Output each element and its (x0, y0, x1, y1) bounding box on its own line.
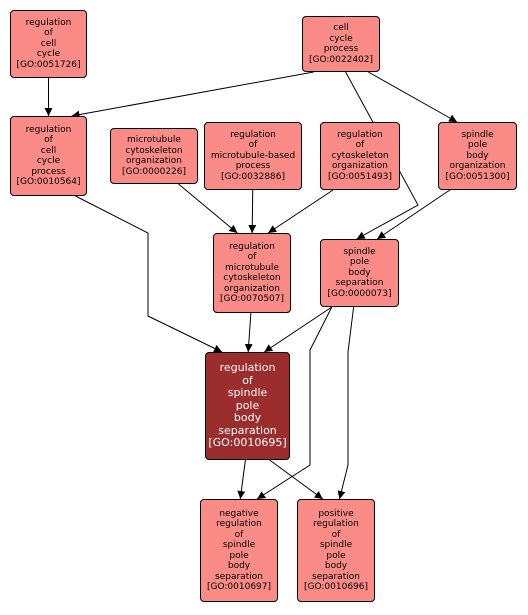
edge-go-0010564-to-go-0010695 (75, 195, 223, 353)
go-term-id: [GO:0051726] (16, 59, 81, 70)
go-term-label-line: regulation (337, 129, 383, 140)
go-term-id: [GO:0022402] (308, 54, 374, 65)
go-term-id: [GO:0000226] (121, 166, 187, 177)
edge-go-0051493-to-go-0070507 (267, 189, 334, 234)
go-term-id: [GO:0010564] (16, 177, 81, 187)
go-term-label-line: organization (332, 161, 388, 172)
edge-go-0022402-to-go-0051300 (368, 71, 458, 123)
edge-go-0070507-to-go-0010695 (244, 312, 253, 353)
go-term-label-line: negative (219, 508, 259, 519)
go-term-label-line: organization (126, 156, 182, 166)
go-term-label-line: positive (318, 508, 354, 519)
go-term-label-line: regulation (313, 519, 359, 529)
edge-go-0010695-to-go-0010696 (269, 459, 324, 500)
go-term-label-line: cell (40, 145, 57, 156)
go-term-label-line: cytoskeleton (331, 150, 389, 161)
go-term-label-line: of (44, 28, 53, 39)
go-term-label-line: spindle (227, 386, 268, 400)
go-term-label-line: separation (312, 571, 360, 582)
go-term-label-line: regulation (230, 129, 276, 140)
go-term-label-line: pole (349, 257, 370, 268)
go-term-label-line: process (31, 166, 66, 177)
go-term-label-line: pole (229, 550, 249, 561)
go-term-label-line: regulation (229, 241, 275, 252)
go-term-label-line: of (234, 529, 244, 540)
go-term-label-line: cycle (36, 156, 61, 166)
go-term-label-line: separation (335, 278, 384, 289)
go-term-label-line: cycle (329, 33, 353, 44)
edge-go-0000073-to-go-0010696 (337, 306, 355, 500)
go-term-label-line: spindle (222, 540, 256, 550)
go-term-label-line: cytoskeleton (223, 273, 281, 283)
go-term-label-line: of (247, 252, 257, 262)
go-term-label-line: separation (215, 571, 263, 582)
go-term-label-line: separation (218, 423, 277, 437)
go-term-label-line: of (331, 529, 341, 540)
go-term-id: [GO:0070507] (219, 294, 285, 304)
go-term-label-line: microtubule-based (210, 150, 296, 161)
go-term-label-line: body (233, 411, 262, 425)
go-term-label-line: cycle (36, 49, 61, 60)
go-term-label-line: body (227, 561, 251, 571)
go-term-label-line: pole (467, 140, 488, 151)
go-term-label-line: body (324, 561, 348, 571)
go-term-label-line: spindle (319, 540, 353, 550)
go-term-label-line: process (235, 161, 271, 172)
go-term-label-line: cell (333, 23, 349, 33)
go-term-label-line: process (323, 44, 359, 54)
go-term-id: [GO:0000073] (327, 288, 392, 299)
go-term-id: [GO:0010696] (303, 582, 369, 592)
go-term-label-line: of (44, 135, 53, 145)
go-term-label-line: regulation (25, 17, 72, 28)
edge-go-0010695-to-go-0010697 (237, 459, 246, 500)
edge-go-0022402-to-go-0010564 (71, 71, 314, 119)
go-term-label-line: microtubule (225, 262, 279, 273)
edge-go-0051300-to-go-0000073 (376, 189, 451, 240)
go-term-label-line: of (242, 373, 253, 387)
go-term-label-line: organization (449, 161, 506, 172)
go-term-label-line: regulation (219, 361, 276, 375)
go-term-label-line: pole (235, 398, 260, 412)
go-term-label-line: spindle (461, 129, 494, 140)
go-term-label-line: body (348, 267, 371, 278)
go-term-label-line: regulation (216, 519, 262, 529)
go-term-label-line: cytoskeleton (125, 145, 183, 156)
go-term-id: [GO:0010695] (208, 436, 287, 450)
go-term-id: [GO:0051493] (327, 171, 393, 182)
edge-go-0000226-to-go-0070507 (178, 183, 238, 234)
edge-go-0032886-to-go-0070507 (248, 189, 257, 234)
go-term-label-line: cell (40, 38, 57, 49)
go-term-label-line: organization (224, 283, 280, 294)
go-term-id: [GO:0032886] (220, 171, 286, 182)
go-term-label-line: of (248, 140, 258, 151)
go-term-label-line: pole (326, 550, 346, 561)
edge-go-0022402-to-go-0000073 (345, 71, 419, 240)
edge-go-0000073-to-go-0010697 (256, 306, 333, 500)
go-term-label-line: spindle (343, 246, 376, 257)
go-term-label-line: of (355, 140, 365, 151)
go-term-label-line: microtubule (127, 135, 181, 145)
go-term-id: [GO:0051300] (445, 171, 510, 182)
edge-go-0000073-to-go-0010695 (264, 306, 333, 353)
go-term-label-line: regulation (25, 124, 72, 135)
go-term-label-line: body (466, 150, 489, 161)
go-term-id: [GO:0010697] (206, 582, 272, 592)
